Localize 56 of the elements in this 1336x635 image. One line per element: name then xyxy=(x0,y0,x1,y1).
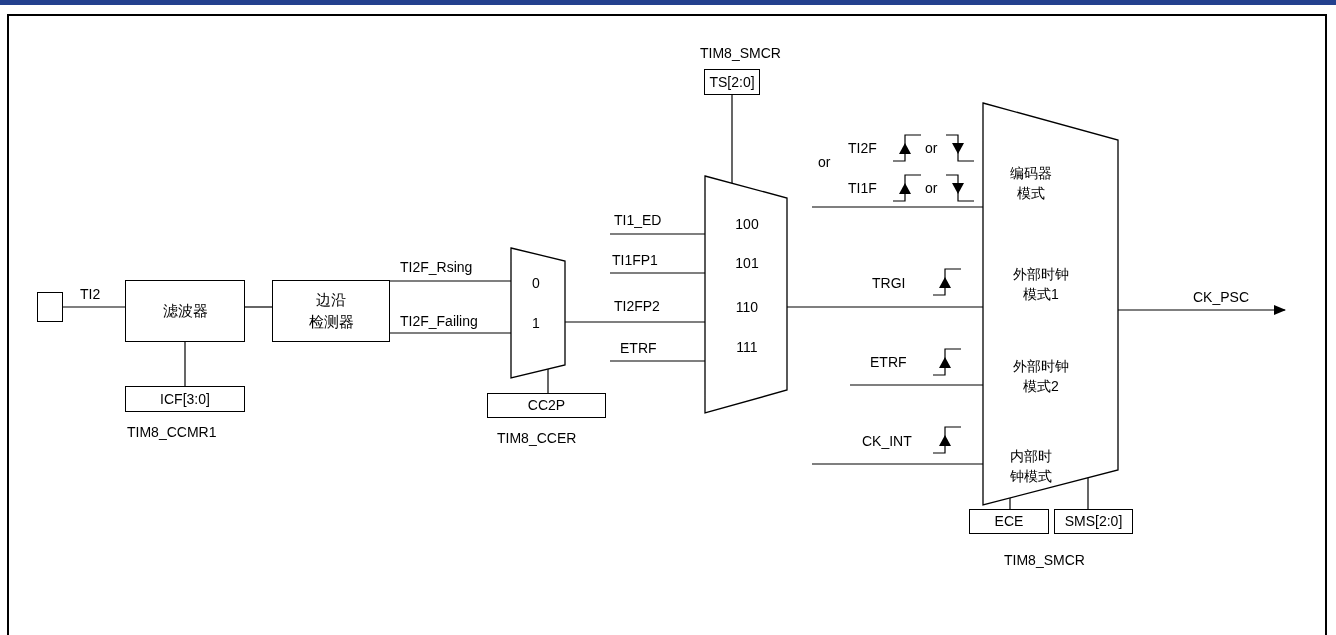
signal-label: CK_INT xyxy=(862,434,912,448)
signal-label: TI2F xyxy=(848,141,877,155)
register-name: TIM8_SMCR xyxy=(1004,553,1085,567)
signal-line xyxy=(547,368,549,394)
selector-input-label: 0 xyxy=(532,273,540,293)
signal-line xyxy=(849,384,984,386)
selector-input-label: 编码器模式 xyxy=(1010,163,1052,203)
signal-label: TI2 xyxy=(80,287,101,301)
register-field: ICF[3:0] xyxy=(125,386,245,412)
selector-input-label: 111 xyxy=(736,337,758,357)
signal-line xyxy=(244,306,273,308)
signal-label: ETRF xyxy=(620,341,657,355)
signal-label: ETRF xyxy=(870,355,907,369)
signal-line xyxy=(811,206,984,208)
register-name: TIM8_CCER xyxy=(497,431,577,445)
signal-label: TI1_ED xyxy=(614,213,662,227)
signal-line xyxy=(609,272,706,274)
signal-label: or xyxy=(925,181,938,195)
edge-detector-block: 边沿检测器 xyxy=(272,280,390,342)
multiplexer xyxy=(511,248,565,378)
signal-label: TI1F xyxy=(848,181,877,195)
selector-input-label: 101 xyxy=(735,253,759,273)
input-pin xyxy=(37,292,63,322)
selector-input-label: 100 xyxy=(735,214,759,234)
signal-line xyxy=(184,341,186,387)
signal-label: TI1FP1 xyxy=(612,253,658,267)
signal-label: TI2FP2 xyxy=(614,299,660,313)
signal-line xyxy=(389,332,512,334)
signal-line xyxy=(609,360,706,362)
filter-block: 滤波器 xyxy=(125,280,245,342)
register-field: SMS[2:0] xyxy=(1054,509,1133,534)
clock-mode-selector xyxy=(983,103,1118,505)
register-field: TS[2:0] xyxy=(704,69,760,95)
signal-label: CK_PSC xyxy=(1193,290,1250,304)
signal-label: TI2F_Rsing xyxy=(400,260,473,274)
register-field: CC2P xyxy=(487,393,606,418)
register-name: TIM8_SMCR xyxy=(700,46,781,60)
signal-label: TI2F_Failing xyxy=(400,314,478,328)
selector-input-label: 内部时钟模式 xyxy=(1010,446,1052,486)
signal-line xyxy=(389,280,512,282)
signal-label: or xyxy=(925,141,938,155)
signal-line xyxy=(811,463,984,465)
signal-line xyxy=(1009,497,1011,510)
signal-line xyxy=(731,94,733,184)
signal-label: TRGI xyxy=(872,276,906,290)
selector-input-label: 1 xyxy=(532,313,540,333)
multiplexer xyxy=(705,176,787,413)
signal-label: or xyxy=(818,155,831,169)
selector-input-label: 外部时钟模式2 xyxy=(1013,356,1069,396)
register-field: ECE xyxy=(969,509,1049,534)
signal-line xyxy=(62,306,126,308)
selector-input-label: 外部时钟模式1 xyxy=(1013,264,1069,304)
selector-input-label: 110 xyxy=(735,297,759,317)
register-name: TIM8_CCMR1 xyxy=(127,425,217,439)
signal-line xyxy=(1087,477,1089,510)
signal-line xyxy=(609,233,706,235)
